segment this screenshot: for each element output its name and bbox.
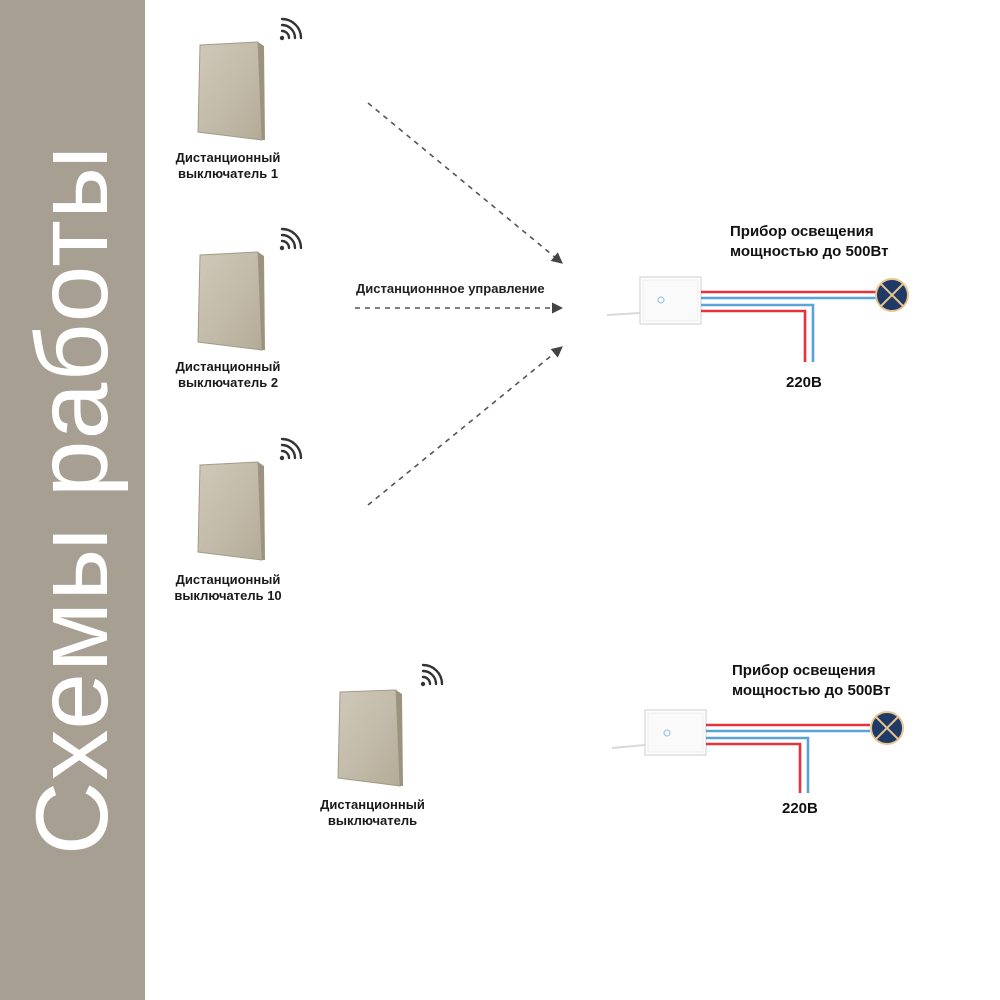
switch-panel-2	[197, 251, 265, 351]
voltage-label: 220В	[782, 800, 818, 817]
switch-panel-1	[197, 41, 265, 141]
wireless-signal-icon	[279, 17, 303, 41]
lamp-icon	[870, 711, 904, 745]
wireless-signal-icon	[279, 437, 303, 461]
lamp-icon	[875, 278, 909, 312]
remote-arrow-1	[367, 102, 563, 264]
wireless-signal-icon	[279, 227, 303, 251]
wires	[706, 723, 870, 793]
lamp-label: Прибор освещения мощностью до 500Вт	[732, 662, 891, 699]
wireless-signal-icon	[420, 663, 444, 687]
lamp-label: Прибор освещения мощностью до 500Вт	[730, 223, 889, 260]
switch-panel-10	[197, 461, 265, 561]
remote-control-label: Дистанционнное управление	[356, 281, 545, 296]
switch-label-1: Дистанционный выключатель 1	[175, 150, 281, 181]
relay-module	[606, 276, 702, 325]
wires	[701, 290, 876, 362]
switch-label-2: Дистанционный выключатель 2	[175, 359, 281, 390]
sidebar: Схемы работы	[0, 0, 145, 1000]
switch-label-single: Дистанционный выключатель	[320, 797, 425, 828]
voltage-label: 220В	[786, 374, 822, 391]
remote-arrow-10	[367, 346, 563, 506]
switch-label-10: Дистанционный выключатель 10	[174, 572, 282, 603]
switch-panel-single	[337, 689, 403, 787]
relay-module	[611, 709, 707, 756]
